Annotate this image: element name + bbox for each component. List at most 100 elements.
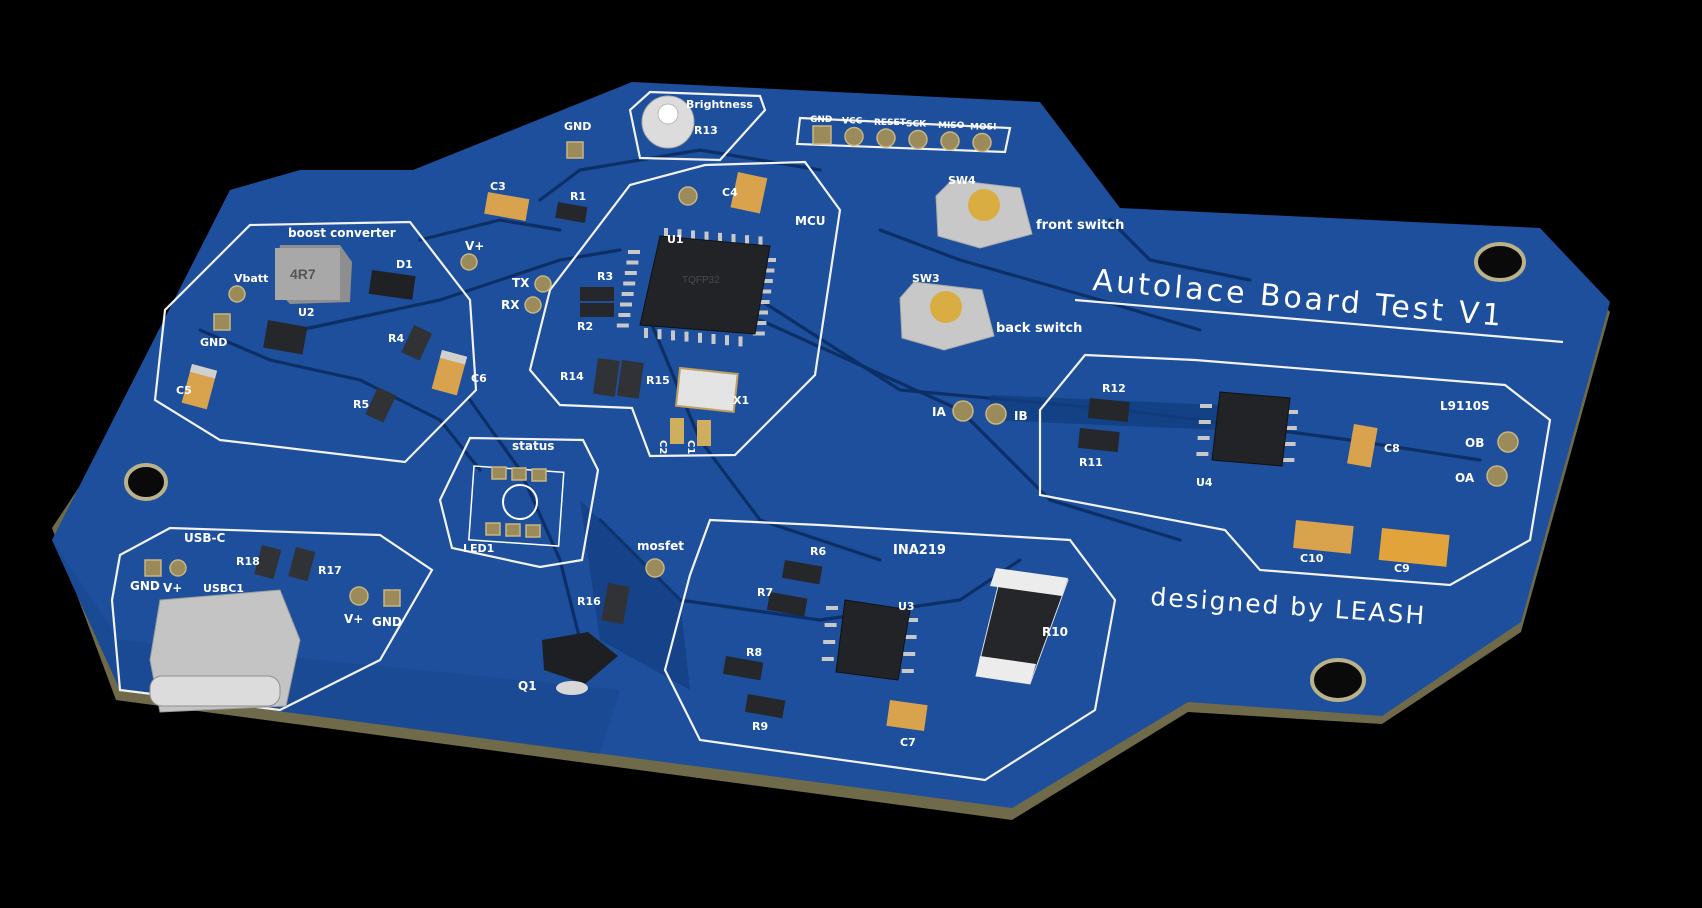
header-pin-sck: [908, 129, 928, 150]
ic-pin: [762, 268, 775, 273]
ina219-section: INA219 R6 R7 R8 R9 U3 R10 C7: [663, 518, 1117, 782]
mount-hole: [1310, 658, 1366, 702]
gnd-label: GND: [564, 120, 591, 133]
svg-text:R9: R9: [752, 720, 768, 733]
title-underline: [1074, 298, 1564, 344]
svg-text:C1: C1: [685, 440, 696, 454]
header-pin-mosi: [972, 132, 992, 153]
header-label-reset: RESET: [874, 118, 907, 128]
ic-pin: [624, 271, 637, 275]
header-pin-miso: [940, 131, 960, 151]
mount-hole: [124, 463, 168, 501]
svg-text:R12: R12: [1102, 382, 1126, 395]
ic-pin: [758, 236, 763, 247]
ic-pin: [698, 332, 702, 343]
back-switch[interactable]: SW3 back switch: [899, 272, 1082, 351]
svg-text:R3: R3: [597, 270, 613, 283]
header-pin-reset: [876, 128, 896, 148]
svg-text:L9110S: L9110S: [1440, 399, 1490, 413]
svg-text:C2: C2: [657, 440, 668, 454]
ic-pin: [823, 640, 836, 644]
ic-pin: [731, 234, 736, 244]
header-pin-vcc: [844, 126, 864, 147]
ic-pin: [1284, 426, 1297, 430]
ic-pin: [826, 606, 838, 610]
svg-text:TQFP32: TQFP32: [682, 275, 720, 286]
svg-text:R8: R8: [746, 646, 762, 659]
svg-text:USBC1: USBC1: [203, 582, 244, 595]
ic-pin: [644, 328, 648, 338]
tx-label: TX: [512, 276, 530, 290]
svg-text:R16: R16: [577, 595, 601, 608]
svg-text:OA: OA: [1455, 471, 1475, 485]
svg-text:U4: U4: [1196, 476, 1213, 489]
svg-text:R11: R11: [1079, 456, 1103, 469]
ia-label: IA: [932, 405, 946, 419]
svg-text:X1: X1: [733, 394, 749, 407]
svg-text:C6: C6: [471, 372, 487, 385]
ic-pin: [1286, 410, 1298, 414]
ic-pin: [752, 331, 765, 336]
ic-pin: [657, 329, 662, 340]
svg-text:R13: R13: [694, 124, 718, 137]
svg-text:V+: V+: [163, 581, 182, 595]
ic-pin: [620, 302, 632, 307]
board-shade: [52, 540, 620, 754]
svg-text:C7: C7: [900, 736, 916, 749]
svg-text:R1: R1: [570, 190, 586, 203]
ic-pin: [901, 669, 914, 673]
ic-pin: [1282, 458, 1295, 462]
brightness-section: Brightness R13: [628, 90, 767, 162]
ic-pin: [738, 336, 743, 347]
tx-pad: [534, 275, 552, 293]
ic-pin: [628, 250, 640, 254]
ic-pin: [1283, 442, 1296, 446]
svg-text:OB: OB: [1465, 436, 1484, 450]
svg-text:R14: R14: [560, 370, 584, 383]
svg-text:U3: U3: [898, 600, 915, 613]
ic-pin: [621, 292, 634, 296]
mcu-chip: [639, 235, 771, 335]
ic-pin: [616, 323, 629, 328]
svg-text:SW4: SW4: [948, 174, 976, 187]
ic-pin: [684, 331, 689, 342]
gnd-pad: [566, 141, 584, 159]
ic-pin: [704, 231, 709, 242]
svg-text:Vbatt: Vbatt: [234, 272, 268, 285]
svg-text:C3: C3: [490, 180, 506, 193]
ic-pin: [618, 313, 631, 317]
ic-pin: [759, 289, 772, 294]
ic-pin: [664, 228, 668, 238]
ic-pin: [718, 232, 722, 243]
rx-pad: [524, 296, 542, 314]
svg-text:back switch: back switch: [996, 321, 1082, 336]
mosfet-section: mosfet R16 Q1: [518, 539, 684, 695]
ic-pin: [760, 279, 773, 283]
svg-text:LED1: LED1: [463, 542, 494, 555]
ic-pin: [1200, 404, 1212, 408]
header-label-vcc: VCC: [842, 117, 863, 127]
ic-pin: [756, 310, 768, 315]
ic-pin: [821, 657, 834, 661]
svg-text:R6: R6: [810, 545, 826, 558]
ic-pin: [671, 330, 675, 341]
usb-c-section: USB-C GND V+ R18 R17 USBC1 V+ GND: [110, 526, 434, 713]
ic-pin: [824, 623, 837, 627]
svg-text:R10: R10: [1042, 625, 1068, 639]
section-label: boost converter: [288, 226, 396, 240]
svg-text:R7: R7: [757, 586, 773, 599]
ic-pin: [906, 618, 918, 622]
svg-text:R2: R2: [577, 320, 593, 333]
svg-text:C9: C9: [1394, 562, 1410, 575]
front-switch[interactable]: SW4 front switch: [935, 174, 1124, 249]
svg-text:status: status: [512, 439, 554, 453]
header-label-mosi: MOSI: [970, 123, 996, 133]
ib-pad: [985, 403, 1007, 425]
ic-pin: [903, 652, 916, 656]
ic-pin: [754, 321, 767, 325]
ic-pin: [677, 229, 682, 240]
header-label-gnd: GND: [810, 115, 832, 125]
svg-text:mosfet: mosfet: [637, 539, 684, 553]
